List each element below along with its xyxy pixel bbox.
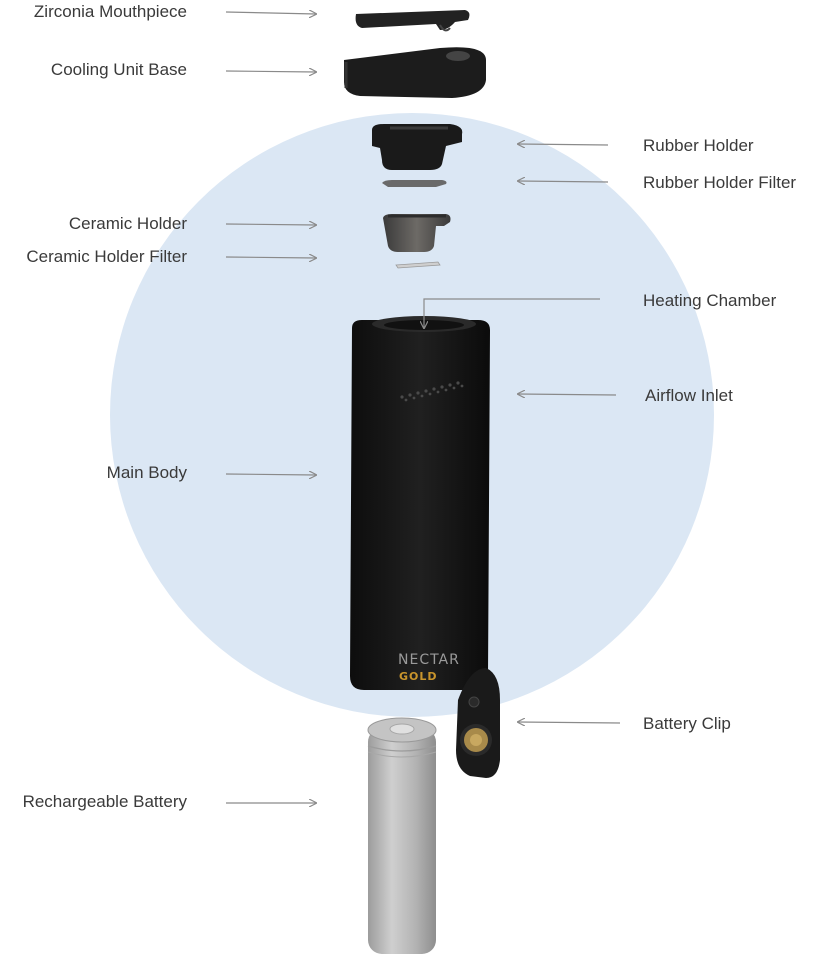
cooling-unit-base-part [344,47,486,98]
label-rechargeable-battery: Rechargeable Battery [22,792,187,811]
arrow-battery-clip [518,722,621,723]
arrow-zirconia-mouthpiece [225,12,316,14]
label-heating-chamber: Heating Chamber [643,291,777,310]
label-rubber-holder-filter: Rubber Holder Filter [643,173,797,192]
label-zirconia-mouthpiece: Zirconia Mouthpiece [33,2,187,21]
rubber-holder-filter-part [382,180,447,187]
main-body-part [350,316,490,690]
zirconia-mouthpiece-part [355,10,470,32]
arrow-heating-chamber [424,298,600,328]
label-airflow-inlet: Airflow Inlet [645,386,733,405]
arrow-ceramic-holder-filter [225,257,316,258]
rubber-holder-part [372,124,463,170]
label-battery-clip: Battery Clip [643,714,731,733]
label-rubber-holder: Rubber Holder [643,136,754,155]
logo-edition: GOLD [399,670,438,683]
arrow-ceramic-holder [225,224,316,225]
ceramic-holder-part [383,214,451,252]
logo-brand: NECTAR [398,652,460,668]
rechargeable-battery-part [367,717,437,954]
label-ceramic-holder: Ceramic Holder [68,214,187,233]
arrow-cooling-unit-base [225,71,316,72]
airflow-vents [400,381,464,402]
arrow-rubber-holder-filter [518,181,609,182]
label-main-body: Main Body [106,463,187,482]
ceramic-holder-filter-part [395,261,441,269]
arrow-main-body [225,474,316,475]
arrow-airflow-inlet [518,394,617,395]
label-cooling-unit-base: Cooling Unit Base [50,60,187,79]
label-ceramic-holder-filter: Ceramic Holder Filter [26,247,187,266]
arrows [225,12,621,803]
arrow-rubber-holder [518,144,609,145]
battery-clip-part [456,668,500,778]
